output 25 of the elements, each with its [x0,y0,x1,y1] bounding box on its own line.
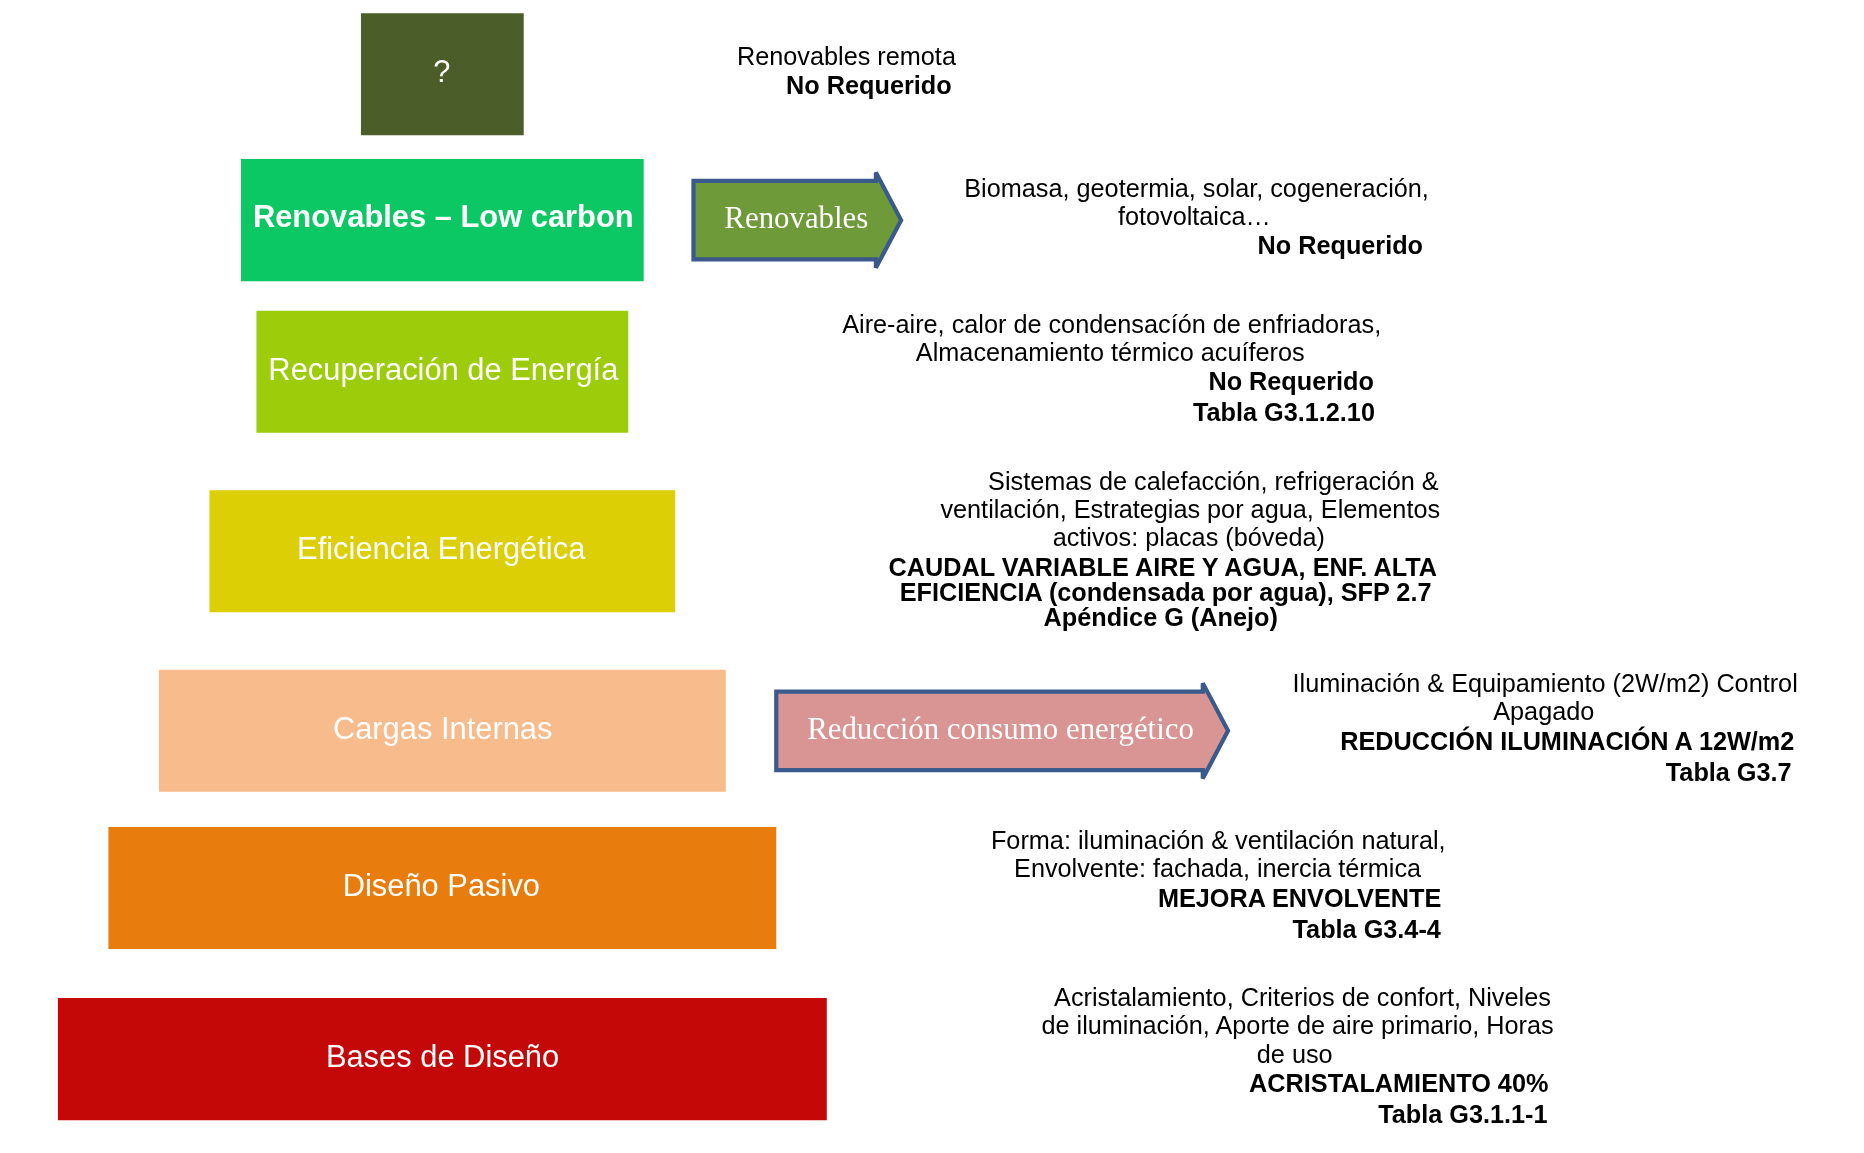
node-label: Tabla G3.1.2.10 [1192,398,1375,427]
node-label: Biomasa, geotermia, solar, cogeneración, fotovoltaica… [964,173,1429,230]
node-box: ? [360,13,524,136]
node-label: Tabla G3.4-4 [1292,914,1441,943]
node-label: Forma: iluminación & ventilación natural, Envolvente: fachada, inercia térmica [990,826,1446,883]
node-label: Tabla G3.7 [1665,757,1792,786]
node-box: Diseño Pasivo [108,826,777,949]
node-label: Iluminación & Equipamiento (2W/m2) Control Apagado [1292,669,1798,726]
node-label: No Requerido [1208,367,1374,396]
node-label: Aire-aire, calor de condensacíón de enfriadoras, Almacenamiento térmico acuíferos [842,309,1382,366]
node-label: CAUDAL VARIABLE AIRE Y AGUA, ENF. ALTA EFICIENCIA (condensada por agua), SFP 2.7 Apéndice G (Anejo) [888,552,1438,632]
node-label: Renovables remota [736,41,956,70]
node-box: Eficiencia Energética [209,490,676,613]
node-box: Renovables – Low carbon [241,159,644,282]
node-label: Tabla G3.1.1-1 [1378,1099,1548,1128]
node-label: REDUCCIÓN ILUMINACIÓN A 12W/m2 [1340,726,1795,755]
node-box: Cargas Internas [158,669,726,792]
node-label: No Requerido [786,71,952,100]
node-box: Bases de Diseño [57,998,827,1121]
node-label: No Requerido [1257,231,1424,260]
node-label: Acristalamiento, Criterios de confort, Niveles de iluminación, Aporte de aire primario, Horas de uso [1041,983,1554,1068]
node-label: Sistemas de calefacción, refrigeración & ventilación, Estrategias por agua, Elementos activos: placas (bóveda) [940,467,1441,552]
node-label: MEJORA ENVOLVENTE [1157,883,1442,912]
node-label: ACRISTALAMIENTO 40% [1249,1068,1549,1097]
node-box: Recuperación de Energía [256,310,629,433]
